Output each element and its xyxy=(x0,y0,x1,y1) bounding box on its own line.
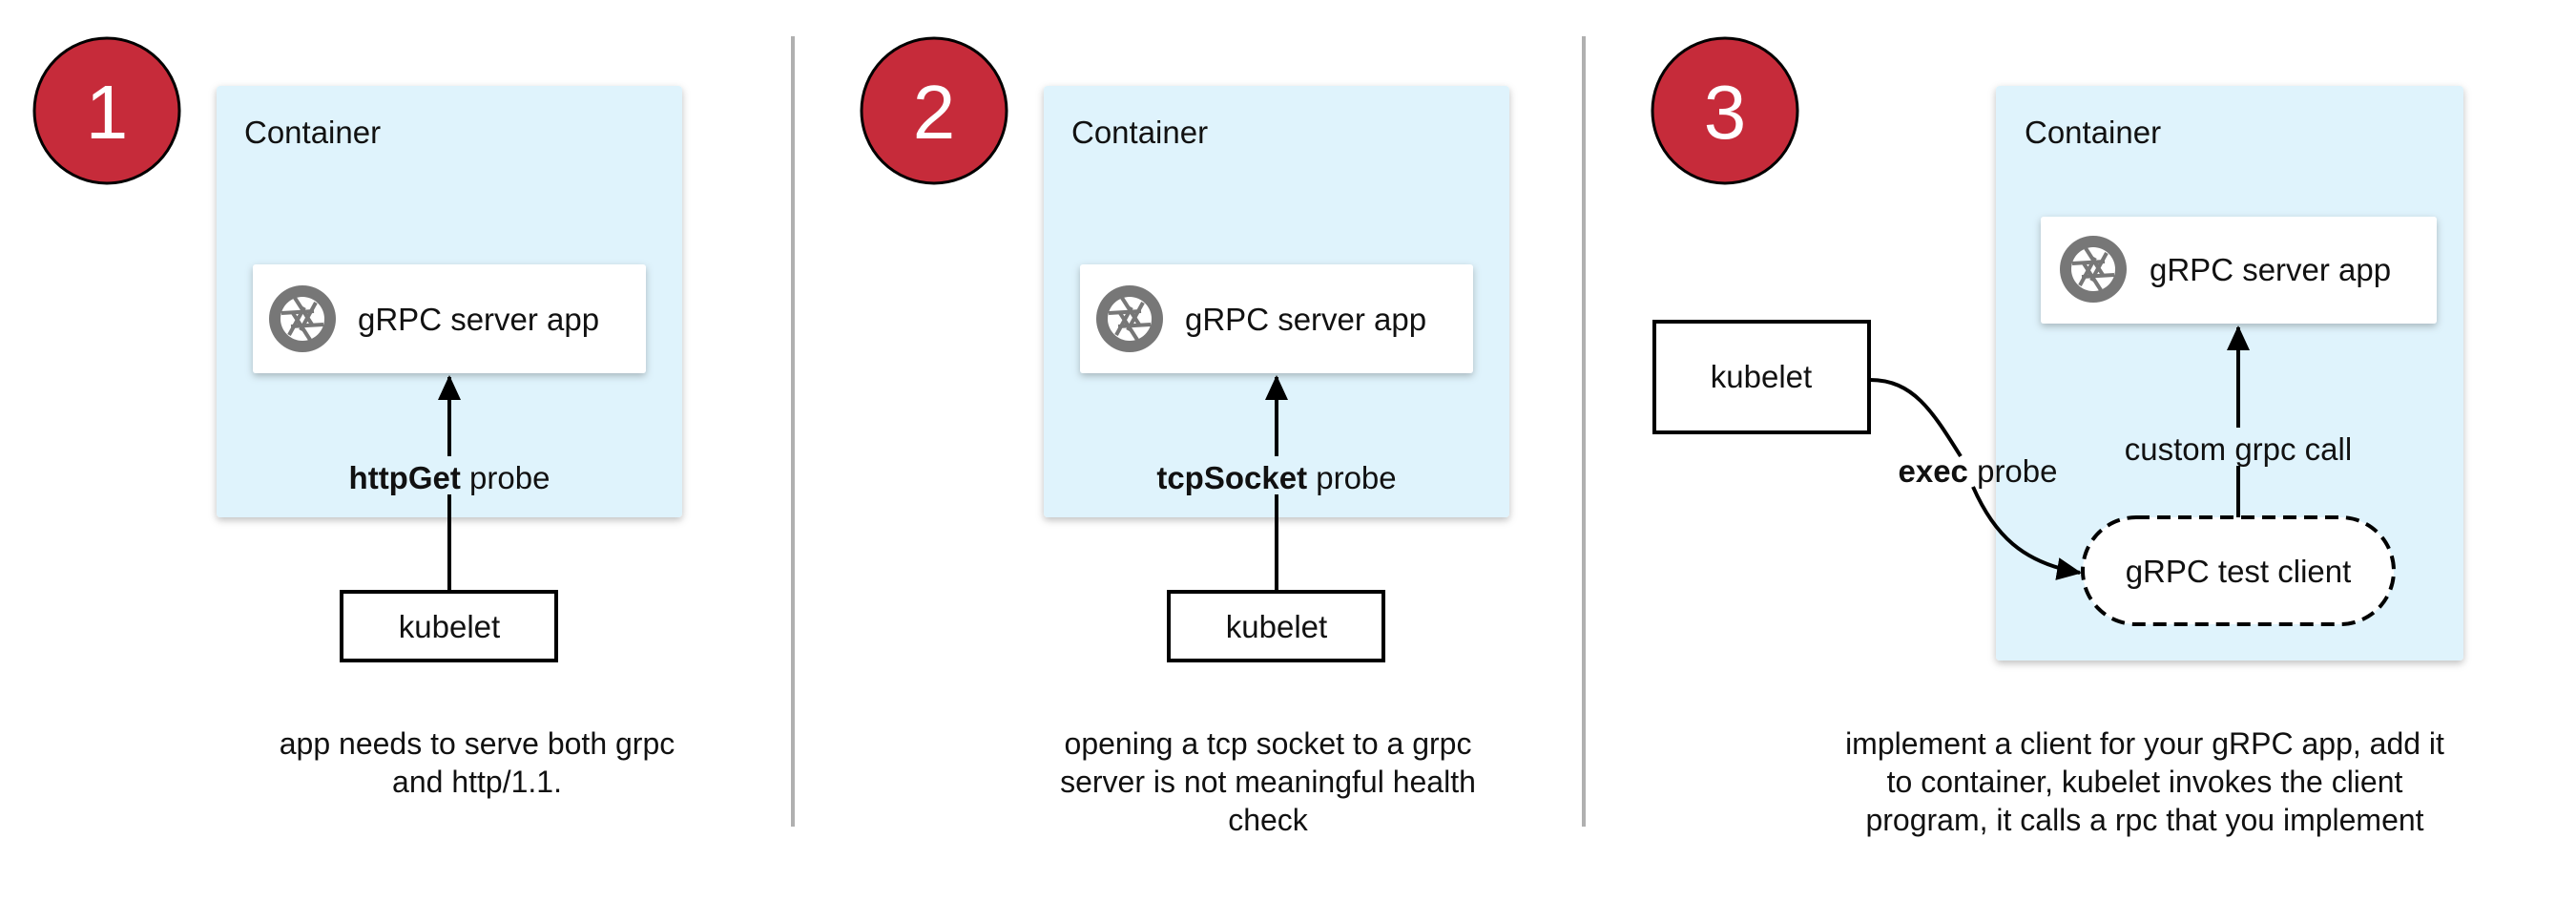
step-number: 3 xyxy=(1704,70,1747,155)
step-number: 2 xyxy=(913,70,956,155)
kubelet-label: kubelet xyxy=(1226,609,1327,644)
panel-2: 2 Container gRPC server app tcpSocket pr… xyxy=(860,36,1509,837)
container-label: Container xyxy=(244,115,381,150)
caption-line: app needs to serve both grpc xyxy=(280,726,675,761)
caption-line: opening a tcp socket to a grpc xyxy=(1065,726,1472,761)
caption-line: to container, kubelet invokes the client xyxy=(1887,765,2403,799)
server-app-box xyxy=(1080,264,1473,373)
step-number: 1 xyxy=(86,70,129,155)
panel-1: 1 Container gRPC server app httpGet prob… xyxy=(32,36,682,799)
call-label: custom grpc call xyxy=(2125,431,2352,467)
caption-line: check xyxy=(1228,803,1309,837)
caption-line: program, it calls a rpc that you impleme… xyxy=(1865,803,2423,837)
server-app-label: gRPC server app xyxy=(2150,252,2391,287)
grpc-aperture-icon xyxy=(267,283,338,354)
caption-line: and http/1.1. xyxy=(392,765,562,799)
probe-label: exec probe xyxy=(1899,453,2058,489)
server-app-box xyxy=(2041,217,2437,324)
kubelet-box xyxy=(340,590,558,662)
kubelet-label: kubelet xyxy=(1711,359,1812,394)
caption-line: implement a client for your gRPC app, ad… xyxy=(1845,726,2444,761)
caption-line: server is not meaningful health xyxy=(1060,765,1476,799)
kubelet-label: kubelet xyxy=(399,609,500,644)
client-label: gRPC test client xyxy=(2126,554,2352,589)
server-app-box xyxy=(253,264,646,373)
container-label: Container xyxy=(1071,115,1208,150)
panel-3: 3 Container gRPC server app custom grpc … xyxy=(1651,36,2463,837)
server-app-label: gRPC server app xyxy=(358,302,599,337)
step-badge: 2 xyxy=(860,36,1008,185)
server-app-label: gRPC server app xyxy=(1185,302,1426,337)
step-badge: 1 xyxy=(32,36,181,185)
container-label: Container xyxy=(2025,115,2161,150)
kubelet-box xyxy=(1167,590,1385,662)
grpc-aperture-icon xyxy=(1094,283,1165,354)
kubelet-box xyxy=(1652,320,1871,434)
grpc-aperture-icon xyxy=(2058,234,2129,304)
step-badge: 3 xyxy=(1651,36,1799,185)
probe-label: tcpSocket probe xyxy=(1156,460,1396,495)
probe-label: httpGet probe xyxy=(349,460,551,495)
